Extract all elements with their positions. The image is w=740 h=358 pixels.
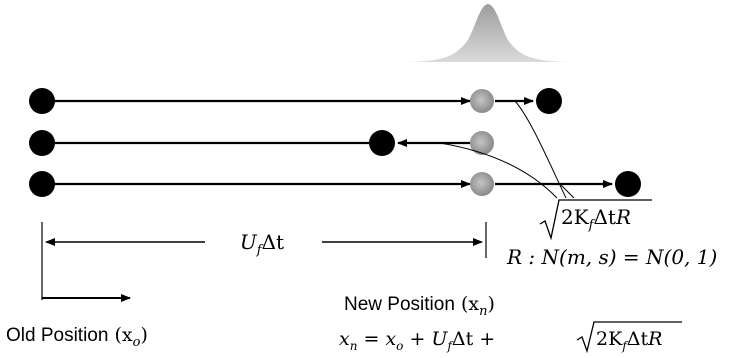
new-particle-row-3 xyxy=(615,171,641,197)
intermediate-particle-row-2 xyxy=(470,131,494,155)
old-particle-row-3 xyxy=(29,171,55,197)
particle-row-1 xyxy=(29,88,562,114)
sqrt-sign xyxy=(539,199,652,241)
leader-line-row-3 xyxy=(559,183,575,199)
update-equation: xn = xo + UfΔt + 2KfΔtR xyxy=(339,321,682,354)
svg-text:2KfΔtR: 2KfΔtR xyxy=(561,205,631,233)
gaussian-curve xyxy=(408,4,568,62)
new-position-label: New Position (xn) xyxy=(344,293,495,319)
random-displacement-label: 2KfΔtR xyxy=(539,199,652,241)
new-particle-row-1 xyxy=(536,88,562,114)
intermediate-particle-row-3 xyxy=(470,172,494,196)
old-particle-row-1 xyxy=(29,88,55,114)
old-particle-row-2 xyxy=(29,130,55,156)
particle-row-2 xyxy=(29,130,494,156)
old-position-label: Old Position (xo) xyxy=(6,324,148,350)
equation-sqrt-sign xyxy=(576,321,682,354)
particle-row-3 xyxy=(29,171,641,197)
distribution-label: R : N(m, s) = N(0, 1) xyxy=(506,245,717,269)
leader-lines xyxy=(439,100,575,199)
new-particle-row-2 xyxy=(369,130,395,156)
displacement-label: UfΔt xyxy=(240,230,284,258)
leader-line-row-2 xyxy=(439,142,558,199)
displacement-dimension: UfΔt xyxy=(41,222,487,300)
intermediate-particle-row-1 xyxy=(470,89,494,113)
svg-text:2KfΔtR: 2KfΔtR xyxy=(596,328,662,353)
svg-text:xn = xo + UfΔt +: xn = xo + UfΔt + xyxy=(339,328,495,353)
leader-line-row-1 xyxy=(514,100,567,199)
